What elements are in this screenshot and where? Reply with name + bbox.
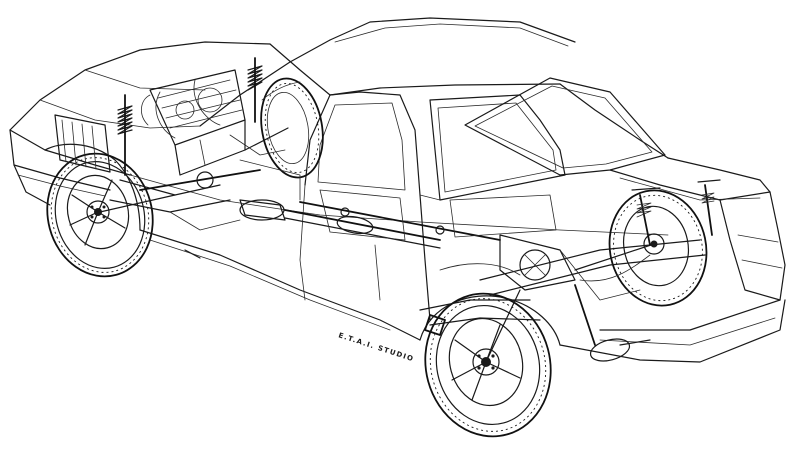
- studio-credit: E.T.A.I. STUDIO: [337, 331, 415, 363]
- front-left-wheel: [46, 152, 154, 278]
- rear-left-wheel: [424, 292, 552, 438]
- front-right-wheel: [260, 77, 324, 179]
- rear-suspension: [419, 179, 721, 363]
- front-suspension-engine: [54, 57, 289, 231]
- exhaust-driveline: [239, 199, 651, 362]
- car-body: [9, 17, 786, 363]
- interior-details: [239, 159, 557, 301]
